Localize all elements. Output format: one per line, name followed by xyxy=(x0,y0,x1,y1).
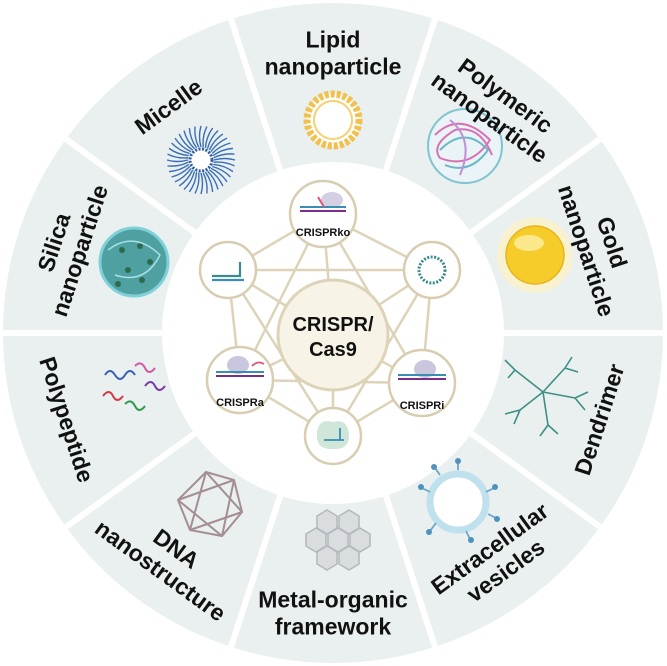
micelle-tail xyxy=(204,171,214,193)
micelle-tail xyxy=(213,161,235,167)
segment-illustrations xyxy=(98,90,589,571)
micelle-tail xyxy=(204,127,214,148)
micelle-tail xyxy=(183,171,196,190)
micelle-tail xyxy=(213,153,235,159)
micelle-tail xyxy=(202,126,208,148)
center-title-line2: Cas9 xyxy=(309,339,357,361)
micelle-tail xyxy=(208,133,224,151)
node-plasmid xyxy=(402,240,462,300)
node-rnp xyxy=(303,406,363,466)
micelle-tail xyxy=(206,130,219,149)
node-label-crispri: CRISPRi xyxy=(400,400,445,412)
micelle-tail xyxy=(213,157,236,161)
label-lipid-line1: Lipid xyxy=(306,27,361,53)
node-label-crispra: CRISPRa xyxy=(216,397,265,409)
dna-activate-icon xyxy=(216,356,265,377)
segment-micelle xyxy=(59,12,285,239)
micelle-tail xyxy=(194,172,200,194)
node-crispra: CRISPRa xyxy=(205,345,275,415)
silica-nanoparticle-icon xyxy=(98,226,170,298)
node-label-crisprko: CRISPRko xyxy=(296,227,351,239)
plasmid-icon xyxy=(417,255,447,285)
lipid-nanoparticle-icon xyxy=(303,90,363,150)
micelle-tail xyxy=(210,137,228,153)
rnp-complex-icon xyxy=(316,421,350,450)
satellite-nodes: CRISPRko CRISPRi xyxy=(198,179,462,466)
micelle-tail xyxy=(171,166,191,178)
center-hub: CRISPR/ Cas9 xyxy=(276,278,390,392)
micelle-tail xyxy=(211,142,231,154)
micelle-tail xyxy=(167,153,189,159)
extracellular-vesicle-icon xyxy=(418,458,500,543)
mof-hexagon-icon xyxy=(305,509,371,571)
micelle-tail xyxy=(183,130,195,150)
micelle-tail xyxy=(178,169,194,187)
micelle-tail xyxy=(167,161,189,167)
micelle-tail xyxy=(198,125,202,148)
polymeric-nanoparticle-icon xyxy=(427,108,503,184)
micelle-tail xyxy=(174,167,192,183)
label-lipid-line2: nanoparticle xyxy=(265,54,402,80)
micelle-tail xyxy=(188,127,198,149)
micelle-tail xyxy=(168,147,189,157)
node-crispri: CRISPRi xyxy=(387,348,457,418)
label-mof-line1: Metal-organic xyxy=(258,587,408,613)
micelle-tail xyxy=(194,126,200,148)
dna-repress-icon xyxy=(398,360,446,380)
micelle-tail xyxy=(212,165,231,178)
gold-nanoparticle-icon xyxy=(497,217,573,293)
polypeptide-icon xyxy=(102,362,166,411)
micelle-tail xyxy=(174,137,192,153)
micelle-icon xyxy=(166,125,236,195)
label-mof-line2: framework xyxy=(275,614,392,640)
micelle-tail xyxy=(212,147,234,157)
dna-nanostructure-icon xyxy=(176,470,244,538)
center-circle xyxy=(276,278,390,392)
micelle-tail xyxy=(200,172,204,195)
micelle-tail xyxy=(166,159,189,163)
dna-cut-icon xyxy=(300,192,346,212)
node-crisprko: CRISPRko xyxy=(288,179,358,249)
center-title-line1: CRISPR/ xyxy=(292,314,374,336)
micelle-tail xyxy=(178,133,194,151)
micelle-tail xyxy=(202,172,208,194)
micelle-tail xyxy=(210,167,228,183)
micelle-tail xyxy=(207,170,219,190)
micelle-tail xyxy=(208,169,224,187)
micelle-tail xyxy=(168,163,190,173)
micelle-tail xyxy=(213,163,234,173)
dendrimer-icon xyxy=(504,356,589,437)
mrna-icon xyxy=(212,262,244,282)
micelle-tail xyxy=(171,142,190,155)
node-mrna xyxy=(198,240,258,300)
micelle-tail xyxy=(188,172,198,193)
